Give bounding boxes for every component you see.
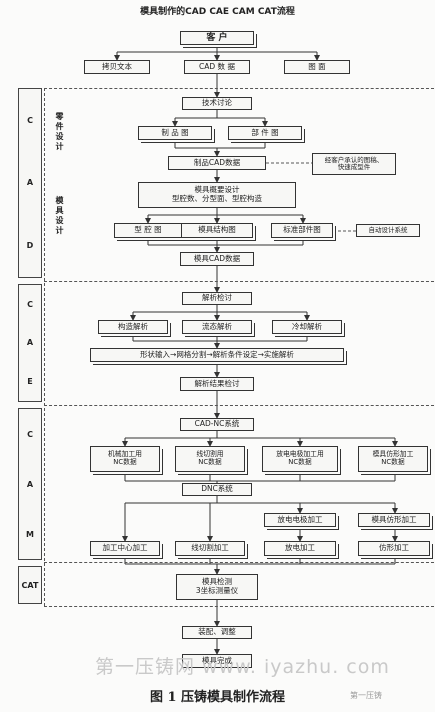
phase-cae-c: C xyxy=(27,299,33,309)
machining-center-box: 加工中心加工 xyxy=(90,541,160,556)
assembly-box: 装配、调整 xyxy=(182,626,252,639)
watermark: 第一压铸网 www. iyazhu. com xyxy=(95,656,390,678)
product-cad-data-box: 制品CAD数据 xyxy=(168,156,266,170)
cooling-analysis-box: 冷却解析 xyxy=(272,320,342,334)
cat-bottom-divider xyxy=(44,606,434,607)
part-design-label: 零件设计 xyxy=(55,112,64,152)
flow-analysis-box: 流态解析 xyxy=(182,320,252,334)
mold-structure-box: 模具结构图 xyxy=(181,223,253,238)
phase-cad-label: C A D xyxy=(18,88,42,278)
tech-discussion-box: 技术讨论 xyxy=(182,97,252,110)
analysis-review-box: 解析检讨 xyxy=(182,292,252,305)
cavity-drawing-box: 型 腔 图 xyxy=(114,223,182,238)
edm-box: 放电加工 xyxy=(264,541,336,556)
phase-cae-label: C A E xyxy=(18,284,42,402)
phase-cad-c: C xyxy=(27,115,33,125)
phase-vertical-divider xyxy=(44,88,45,606)
mold-design-label: 模具设计 xyxy=(55,196,64,236)
cad-cae-divider xyxy=(44,281,434,282)
cad-data-box: CAD 数 据 xyxy=(184,60,250,74)
customer-box: 客 户 xyxy=(180,31,254,45)
structural-analysis-box: 构造解析 xyxy=(98,320,168,334)
phase-cam-c: C xyxy=(27,429,33,439)
phase-cam-label: C A M xyxy=(18,408,42,560)
phase-cad-d: D xyxy=(26,241,34,251)
dnc-system-box: DNC系统 xyxy=(182,483,252,496)
analysis-chain-box: 形状输入→网格分割→解析条件设定→实施解析 xyxy=(90,348,344,362)
product-drawing-box: 制 品 图 xyxy=(138,126,212,140)
mold-inspection-box: 模具检测 3坐标测量仪 xyxy=(176,574,258,600)
cad-top-divider xyxy=(44,88,434,89)
wire-nc-box: 线切割用 NC数据 xyxy=(175,446,245,472)
copy-machining-box: 仿形加工 xyxy=(358,541,430,556)
cad-nc-system-box: CAD-NC系统 xyxy=(180,418,254,431)
cam-cat-divider xyxy=(44,562,434,563)
wire-cut-box: 线切割加工 xyxy=(175,541,245,556)
phase-cae-a: A xyxy=(26,338,34,348)
auto-design-box: 自动设计系统 xyxy=(356,224,420,237)
part-drawing-box: 部 件 图 xyxy=(228,126,302,140)
standard-parts-box: 标准部件图 xyxy=(271,223,333,238)
edm-nc-box: 放电电极加工用 NC数据 xyxy=(262,446,338,472)
mold-outline-design-box: 模具概要设计 型腔数、分型面、型腔构造 xyxy=(138,182,296,208)
drawing-box: 图 面 xyxy=(284,60,350,74)
mold-cad-data-box: 模具CAD数据 xyxy=(180,252,254,266)
figure-caption: 图 1 压铸模具制作流程 xyxy=(149,690,286,705)
copy-nc-box: 模具仿形加工 NC数据 xyxy=(358,446,428,472)
edm-electrode-box: 放电电极加工 xyxy=(264,513,336,527)
result-review-box: 解析结果检讨 xyxy=(180,377,254,391)
watermark-logo-text: 第一压铸 xyxy=(350,691,382,700)
cae-cam-divider xyxy=(44,405,434,406)
customer-confirm-box: 经客户承认的图稿、 快速成型件 xyxy=(312,153,396,175)
phase-cat-text: CAT xyxy=(21,580,39,590)
copy-text-box: 拷贝文本 xyxy=(84,60,150,74)
phase-cae-e: E xyxy=(27,377,33,387)
phase-cat-label: CAT xyxy=(18,566,42,604)
mech-nc-box: 机械加工用 NC数据 xyxy=(90,446,160,472)
phase-cam-m: M xyxy=(26,529,34,539)
mold-copy-box: 模具仿形加工 xyxy=(358,513,430,527)
diagram-title: 模具制作的CAD CAE CAM CAT流程 xyxy=(140,7,295,17)
phase-cam-a: A xyxy=(26,479,34,489)
phase-cad-a: A xyxy=(26,178,34,188)
mold-complete-box: 模具完成 xyxy=(182,654,252,668)
